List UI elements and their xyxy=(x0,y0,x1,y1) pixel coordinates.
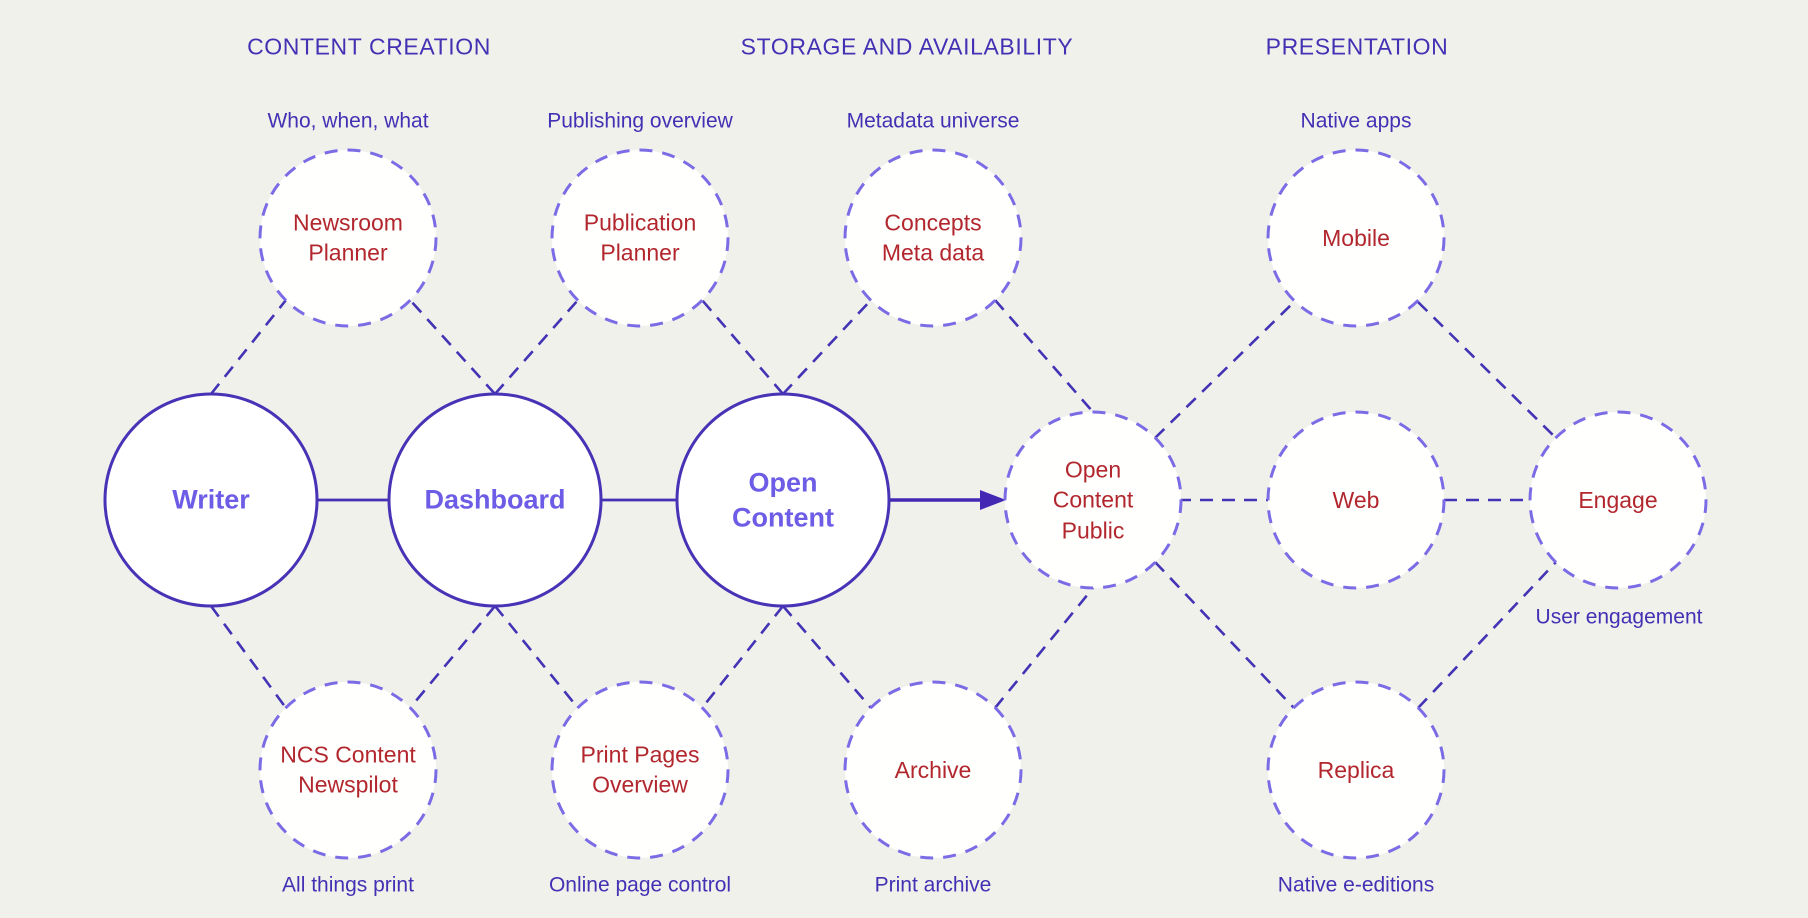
node-circle-writer xyxy=(103,392,319,608)
edge-open-content-concepts-meta-data xyxy=(782,299,872,395)
node-label-newsroom-planner: Newsroom Planner xyxy=(293,209,403,266)
edge-open-content-archive xyxy=(782,605,872,709)
caption-who-when-what: Who, when, what xyxy=(267,109,429,133)
node-label-print-pages-overview: Print Pages Overview xyxy=(580,741,700,798)
node-circle-open-content xyxy=(675,392,891,608)
caption-native-e-editions: Native e-editions xyxy=(1277,873,1435,897)
caption-all-things-print: All things print xyxy=(282,873,414,897)
caption-user-engagement: User engagement xyxy=(1535,605,1703,629)
node-circle-open-content-public xyxy=(1003,410,1183,590)
edge-dashboard-print-pages-overview xyxy=(493,605,580,709)
edge-open-content-public-mobile xyxy=(1154,301,1295,439)
edge-open-content-publication-planner xyxy=(701,299,784,395)
node-label-archive: Archive xyxy=(894,756,972,783)
caption-print-archive: Print archive xyxy=(874,873,992,897)
edge-writer-newsroom-planner xyxy=(209,299,288,395)
caption-native-apps: Native apps xyxy=(1300,109,1412,133)
edge-dashboard-ncs-content-newspilot xyxy=(409,605,496,709)
section-header-storage-and-availability: STORAGE AND AVAILABILITY xyxy=(740,33,1074,60)
node-circle-publication-planner xyxy=(550,148,730,328)
node-label-dashboard: Dashboard xyxy=(424,484,566,515)
node-circle-replica xyxy=(1266,680,1446,860)
edge-replica-engage xyxy=(1417,561,1557,709)
section-header-presentation: PRESENTATION xyxy=(1265,33,1449,60)
edge-archive-open-content-public xyxy=(993,587,1095,709)
node-label-writer: Writer xyxy=(172,484,250,515)
node-circle-dashboard xyxy=(387,392,603,608)
node-circle-print-pages-overview xyxy=(550,680,730,860)
edge-dashboard-publication-planner xyxy=(494,299,579,395)
node-label-replica: Replica xyxy=(1317,756,1395,783)
caption-publishing-overview: Publishing overview xyxy=(547,109,733,133)
node-circle-web xyxy=(1266,410,1446,590)
node-label-concepts-meta-data: Concepts Meta data xyxy=(881,209,985,266)
caption-metadata-universe: Metadata universe xyxy=(846,109,1020,133)
node-label-open-content-public: Open Content Public xyxy=(1052,456,1134,544)
node-label-web: Web xyxy=(1332,486,1380,513)
edge-dashboard-newsroom-planner xyxy=(409,299,496,395)
node-label-open-content: Open Content xyxy=(732,467,834,532)
node-circle-concepts-meta-data xyxy=(843,148,1023,328)
arrowhead-icon xyxy=(980,490,1006,510)
caption-online-page-control: Online page control xyxy=(548,873,732,897)
node-label-engage: Engage xyxy=(1578,486,1658,513)
edge-writer-ncs-content-newspilot xyxy=(209,605,288,709)
node-circle-archive xyxy=(843,680,1023,860)
node-label-publication-planner: Publication Planner xyxy=(583,209,697,266)
edge-mobile-engage xyxy=(1417,301,1557,439)
node-label-ncs-content-newspilot: NCS Content Newspilot xyxy=(280,741,416,798)
edge-concepts-meta-data-open-content-public xyxy=(994,299,1094,413)
edge-open-content-public-replica xyxy=(1154,561,1295,709)
node-label-mobile: Mobile xyxy=(1322,224,1390,251)
section-header-content-creation: CONTENT CREATION xyxy=(247,33,491,60)
node-circle-newsroom-planner xyxy=(258,148,438,328)
edge-open-content-print-pages-overview xyxy=(700,605,785,709)
node-circle-mobile xyxy=(1266,148,1446,328)
node-circle-ncs-content-newspilot xyxy=(258,680,438,860)
node-circle-engage xyxy=(1528,410,1708,590)
